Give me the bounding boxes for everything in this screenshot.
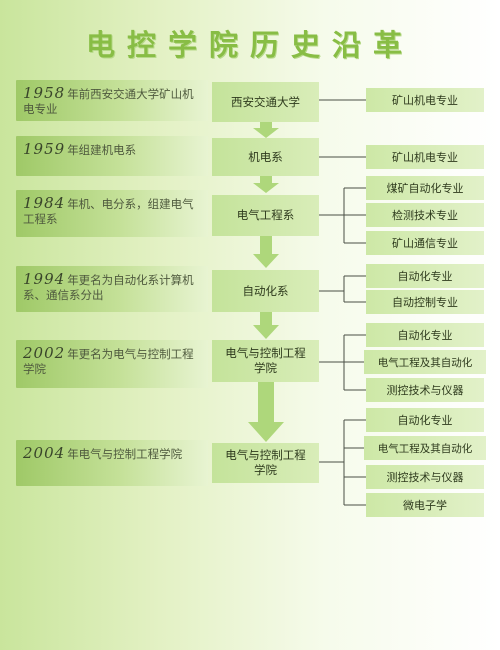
stage-college-2004: 电气与控制工程学院 [212, 443, 319, 483]
major-item: 矿山机电专业 [366, 145, 484, 169]
flow-arrow [253, 176, 279, 193]
year-label: 1994 [23, 270, 66, 288]
flow-arrow [253, 312, 279, 339]
major-item: 电气工程及其自动化 [364, 350, 486, 374]
major-item: 自动控制专业 [366, 290, 484, 314]
major-item: 自动化专业 [366, 264, 484, 288]
major-item: 自动化专业 [366, 323, 484, 347]
stage-automation-dept: 自动化系 [212, 270, 319, 312]
flow-arrow [253, 122, 279, 138]
stage-college-2002: 电气与控制工程学院 [212, 340, 319, 382]
major-item: 煤矿自动化专业 [366, 176, 484, 200]
note-text: 年更名为自动化系计算机系、通信系分出 [23, 273, 194, 302]
note-text: 年更名为电气与控制工程学院 [23, 347, 194, 376]
year-label: 2002 [23, 344, 66, 362]
year-label: 1984 [23, 194, 66, 212]
major-item: 电气工程及其自动化 [364, 436, 486, 460]
note-text: 年电气与控制工程学院 [67, 447, 183, 461]
major-item: 自动化专业 [366, 408, 484, 432]
year-label: 1959 [23, 140, 66, 158]
major-item: 矿山机电专业 [366, 88, 484, 112]
major-item: 测控技术与仪器 [366, 378, 484, 402]
page-title: 电控学院历史沿革 [85, 28, 414, 62]
flow-arrow [253, 236, 279, 268]
year-label: 2004 [23, 444, 66, 462]
year-label: 1958 [23, 84, 66, 102]
stage-xian-jiaotong: 西安交通大学 [212, 82, 319, 122]
note-text: 年前西安交通大学矿山机电专业 [23, 87, 194, 116]
major-item: 测控技术与仪器 [366, 465, 484, 489]
stage-electrical-engineering-dept: 电气工程系 [212, 195, 319, 236]
flow-arrow [248, 382, 284, 442]
note-text: 年组建机电系 [67, 143, 137, 157]
major-item: 检测技术专业 [366, 203, 484, 227]
stage-electromechanical-dept: 机电系 [212, 138, 319, 176]
note-text: 年机、电分系，组建电气工程系 [23, 197, 194, 226]
major-item: 微电子学 [366, 493, 484, 517]
major-item: 矿山通信专业 [366, 231, 484, 255]
